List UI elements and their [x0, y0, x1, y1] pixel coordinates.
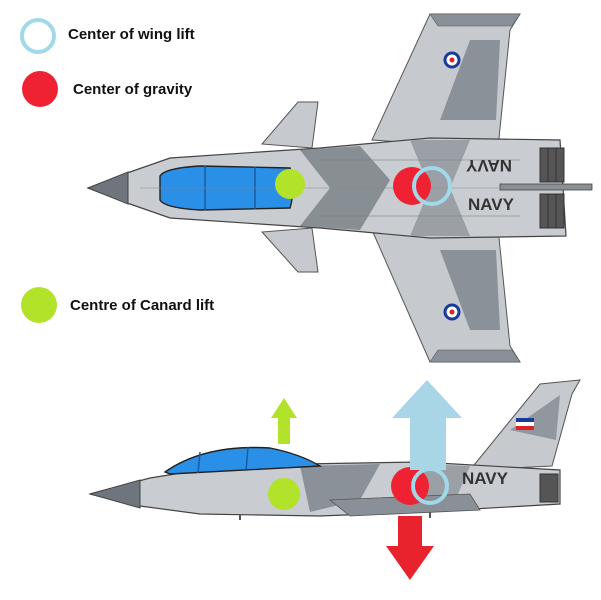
top-view-lower-canard [260, 227, 319, 273]
flag-icon [516, 418, 534, 430]
wing-lift-up-arrow-icon [392, 380, 462, 470]
side-canard-lift-dot [268, 478, 300, 510]
red-dot-icon [22, 71, 58, 107]
weight-down-arrow-icon [386, 516, 434, 580]
green-dot-icon [21, 287, 57, 323]
legend-gravity-label: Center of gravity [73, 81, 193, 98]
top-wing-lift-ring [412, 166, 452, 206]
top-canard-lift-dot [275, 169, 305, 199]
roundel-icon [443, 303, 461, 321]
side-view-aircraft: NAVY [88, 379, 581, 520]
top-navy-marking-flipped: NAVY [465, 156, 512, 175]
legend-wing-lift-label: Center of wing lift [68, 26, 195, 43]
open-circle-icon [20, 18, 56, 54]
canard-lift-up-arrow-icon [271, 398, 297, 444]
legend-canard-lift-label: Centre of Canard lift [70, 297, 215, 314]
top-view-aircraft: NAVY NAVY [86, 13, 593, 363]
side-navy-marking: NAVY [462, 469, 509, 488]
roundel-icon [443, 51, 461, 69]
side-gravity-dot [391, 467, 429, 505]
top-navy-marking: NAVY [468, 195, 515, 214]
side-view-canopy [163, 446, 323, 475]
top-view-upper-canard [260, 101, 319, 149]
